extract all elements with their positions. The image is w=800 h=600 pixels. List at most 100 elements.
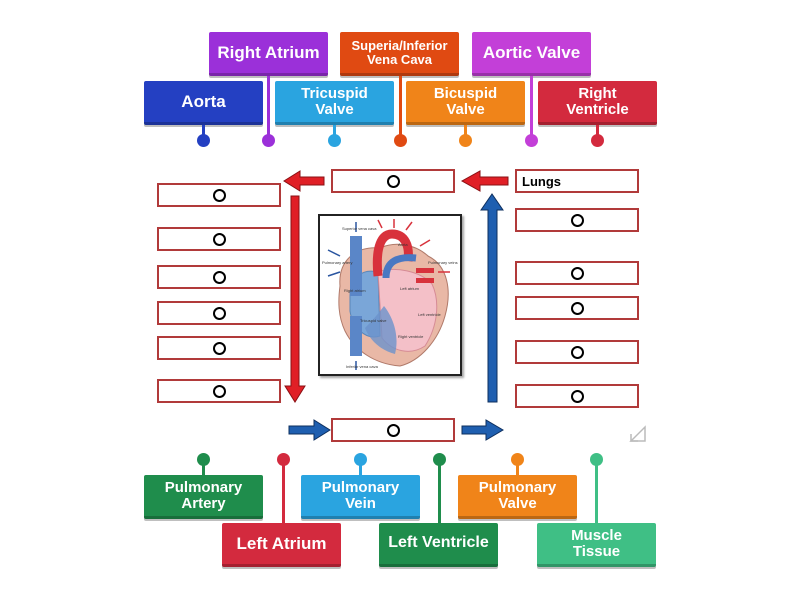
slot-marker [386, 174, 400, 188]
drop-slot[interactable] [515, 296, 639, 320]
drop-slot[interactable] [515, 208, 639, 232]
drop-slot[interactable] [157, 183, 281, 207]
tile-label-line: Left Ventricle [388, 534, 489, 552]
pin-line [202, 460, 205, 476]
pin-line [202, 125, 205, 137]
pin-dot [525, 134, 538, 147]
slot-marker [212, 232, 226, 246]
drop-slot[interactable] [515, 340, 639, 364]
pin-dot [262, 134, 275, 147]
tile-aortic-valve[interactable]: Aortic Valve [472, 32, 591, 76]
lungs-label: Lungs [522, 173, 561, 189]
slot-marker [570, 301, 584, 315]
label-superior-vena-cava: Superior vena cava [342, 226, 377, 231]
pin-line [282, 460, 285, 524]
tile-label: Left Ventricle [388, 534, 489, 552]
tile-label-line: Tricuspid [301, 84, 368, 102]
drop-slot[interactable] [331, 169, 455, 193]
tile-label: Aorta [181, 92, 225, 111]
pin-dot [277, 453, 290, 466]
pin-line [333, 125, 336, 137]
tile-label-line: Left Atrium [236, 533, 327, 553]
pin-line [464, 125, 467, 137]
tile-label: Right Atrium [217, 42, 320, 62]
pin-dot [197, 134, 210, 147]
pin-dot [394, 134, 407, 147]
slot-marker [212, 188, 226, 202]
pin-line [596, 125, 599, 137]
pin-dot [591, 134, 604, 147]
pin-dot [197, 453, 210, 466]
pin-line [438, 460, 441, 524]
red-arrow-left-right [460, 170, 509, 192]
tile-label-line: Vein [345, 494, 376, 512]
blue-arrow-right-right [461, 419, 504, 441]
tile-right-atrium[interactable]: Right Atrium [209, 32, 328, 76]
slot-marker [570, 266, 584, 280]
label-pulmonary-veins: Pulmonary veins [428, 260, 458, 265]
pin-line [530, 76, 533, 136]
drop-slot[interactable] [515, 384, 639, 408]
tile-label-line: Ventricle [566, 100, 629, 118]
tile-left-atrium[interactable]: Left Atrium [222, 523, 341, 567]
label-tricuspid-valve: Tricuspid valve [360, 318, 387, 323]
label-pulmonary-artery: Pulmonary artery [322, 260, 352, 265]
heart-illustration: Superior vena cava Aorta Pulmonary arter… [322, 219, 458, 370]
tile-label-line: Right Atrium [217, 42, 320, 62]
tile-label-line: Vena Cava [366, 51, 433, 67]
fullscreen-icon[interactable] [628, 424, 648, 444]
slot-marker [212, 384, 226, 398]
tile-label-line: Right [578, 84, 617, 102]
drop-slot[interactable] [157, 379, 281, 403]
pin-dot [590, 453, 603, 466]
drop-slot[interactable] [331, 418, 455, 442]
tile-label-line: Pulmonary [164, 478, 243, 496]
drop-slot[interactable] [157, 336, 281, 360]
drop-slot[interactable] [515, 261, 639, 285]
tile-label-line: Pulmonary [321, 478, 400, 496]
tile-label: Aortic Valve [483, 43, 580, 62]
pin-line [595, 460, 598, 524]
pin-dot [459, 134, 472, 147]
drop-slot[interactable] [157, 227, 281, 251]
tile-label-line: Pulmonary [478, 478, 557, 496]
pin-line [516, 460, 519, 476]
lungs-label-box: Lungs [515, 169, 639, 193]
tile-label: Left Atrium [236, 533, 327, 553]
tile-label-line: Valve [498, 494, 537, 512]
label-aorta: Aorta [398, 242, 408, 247]
drop-slot[interactable] [157, 265, 281, 289]
red-arrow-left-top [283, 170, 325, 192]
pin-line [399, 76, 402, 136]
blue-arrow-up [480, 193, 504, 403]
tile-aorta[interactable]: Aorta [144, 81, 263, 125]
pin-dot [328, 134, 341, 147]
tile-left-ventricle[interactable]: Left Ventricle [379, 523, 498, 567]
tile-label-line: Superia/Inferior [351, 37, 448, 53]
pin-dot [433, 453, 446, 466]
slot-marker [386, 423, 400, 437]
slot-marker [212, 270, 226, 284]
slot-marker [570, 345, 584, 359]
tile-label-line: Artery [181, 494, 226, 512]
pin-dot [354, 453, 367, 466]
drop-slot[interactable] [157, 301, 281, 325]
slot-marker [212, 341, 226, 355]
label-left-ventricle: Left ventricle [418, 312, 441, 317]
heart-diagram: Superior vena cava Aorta Pulmonary arter… [318, 214, 462, 376]
tile-label-line: Tissue [572, 542, 621, 560]
